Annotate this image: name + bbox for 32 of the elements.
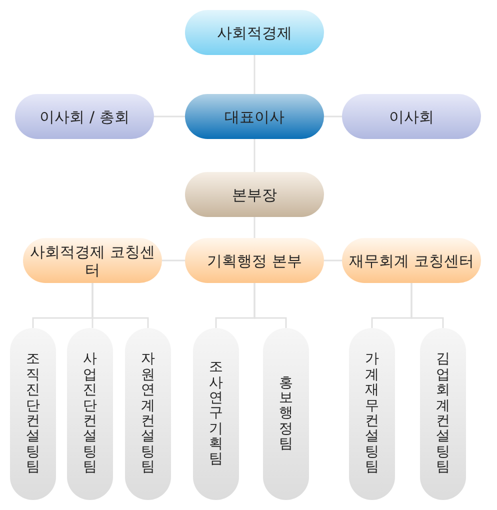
node-label: 사회적경제 [217, 24, 292, 42]
team-pill [125, 328, 171, 500]
team-name: 자원연계컨설팅팀 [141, 352, 155, 476]
team-pill [10, 328, 56, 500]
node-label: 이사회 / 총회 [40, 108, 130, 126]
node-label: 사회적경제 코칭센터 [29, 242, 156, 278]
board-box [342, 94, 481, 139]
team-name: 김업회계컨설팅팀 [436, 352, 450, 476]
team-name: 조사연구기획팀 [209, 360, 223, 468]
team-name: 가계재무컨설팅팀 [365, 352, 379, 476]
department-box [185, 238, 324, 283]
connector-line [254, 283, 287, 328]
team-name: 조직진단컨설팅팀 [26, 352, 40, 476]
team-pill [349, 328, 395, 500]
team-name: 사업진단컨설팅팀 [83, 352, 97, 476]
node-label: 이사회 [389, 108, 434, 126]
node-label: 기획행정 본부 [207, 252, 302, 270]
node-label: 재무회계 코칭센터 [349, 252, 474, 270]
director-box [185, 172, 324, 217]
team-pill [263, 328, 309, 500]
node-label: 대표이사 [224, 108, 284, 126]
department-box [23, 238, 162, 283]
node-label: 본부장 [232, 186, 277, 204]
team-name: 홍보행정팀 [279, 376, 293, 452]
connector-line [410, 283, 444, 328]
board-box [15, 94, 154, 139]
organization-box [185, 10, 324, 55]
team-pill [193, 328, 239, 500]
team-pill [67, 328, 113, 500]
department-box [342, 238, 481, 283]
ceo-box [185, 94, 324, 139]
team-pill [420, 328, 466, 500]
